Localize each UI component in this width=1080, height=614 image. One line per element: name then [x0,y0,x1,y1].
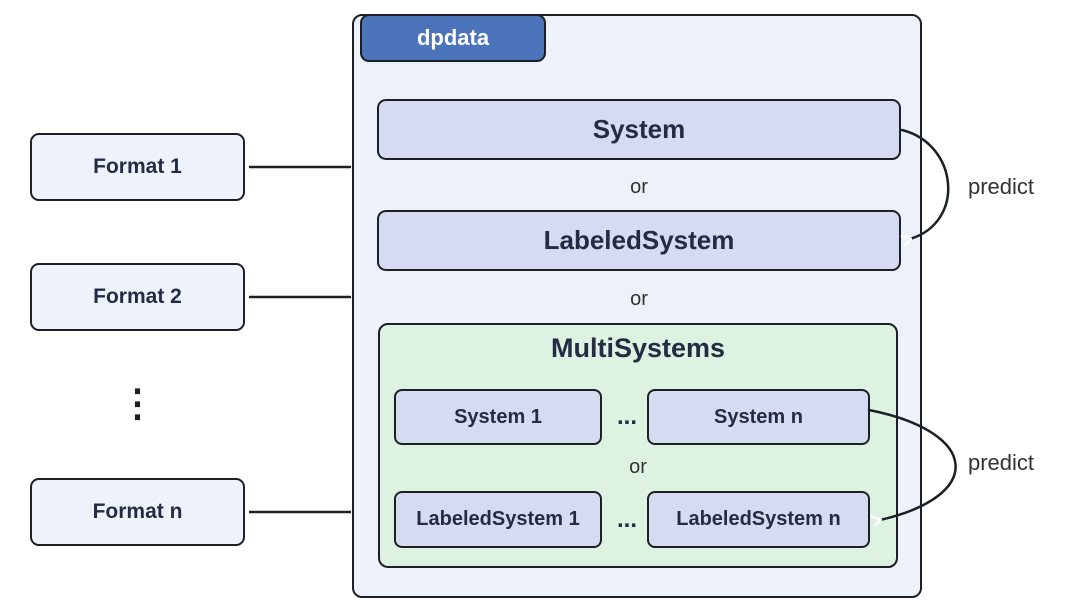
format-2-label: Format 2 [93,285,182,308]
labeledsystem-1-box: LabeledSystem 1 [394,491,602,548]
labeledsystem-label: LabeledSystem [543,225,735,255]
dpdata-tab-label: dpdata [416,25,490,50]
or-separator-3: or [629,455,647,478]
labeledsystem-n-label: LabeledSystem n [676,508,841,530]
format-1-label: Format 1 [93,155,182,178]
dpdata-tab: dpdata [360,14,546,62]
system-box: System [377,99,901,160]
or-separator-2: or [630,287,648,310]
system-1-label: System 1 [454,405,542,428]
predict-label-bottom: predict [968,450,1035,475]
labeledsystems-ellipsis: ... [616,505,637,533]
multisystems-box: MultiSystems System 1 ... System n or La… [378,323,898,568]
formats-vertical-ellipsis: ⋮ [118,382,157,425]
labeledsystem-box: LabeledSystem [377,210,901,271]
system-n-label: System n [714,405,803,428]
predict-label-top: predict [968,174,1035,199]
or-separator-1: or [630,175,648,198]
labeledsystem-1-label: LabeledSystem 1 [416,508,580,530]
format-2-box: Format 2 [30,263,245,331]
system-label: System [592,114,686,144]
format-n-label: Format n [92,500,183,523]
system-1-box: System 1 [394,389,602,445]
system-n-box: System n [647,389,870,445]
format-n-box: Format n [30,478,245,546]
multisystems-title: MultiSystems [550,333,726,363]
systems-ellipsis: ... [616,403,637,430]
labeledsystem-n-box: LabeledSystem n [647,491,870,548]
format-1-box: Format 1 [30,133,245,201]
